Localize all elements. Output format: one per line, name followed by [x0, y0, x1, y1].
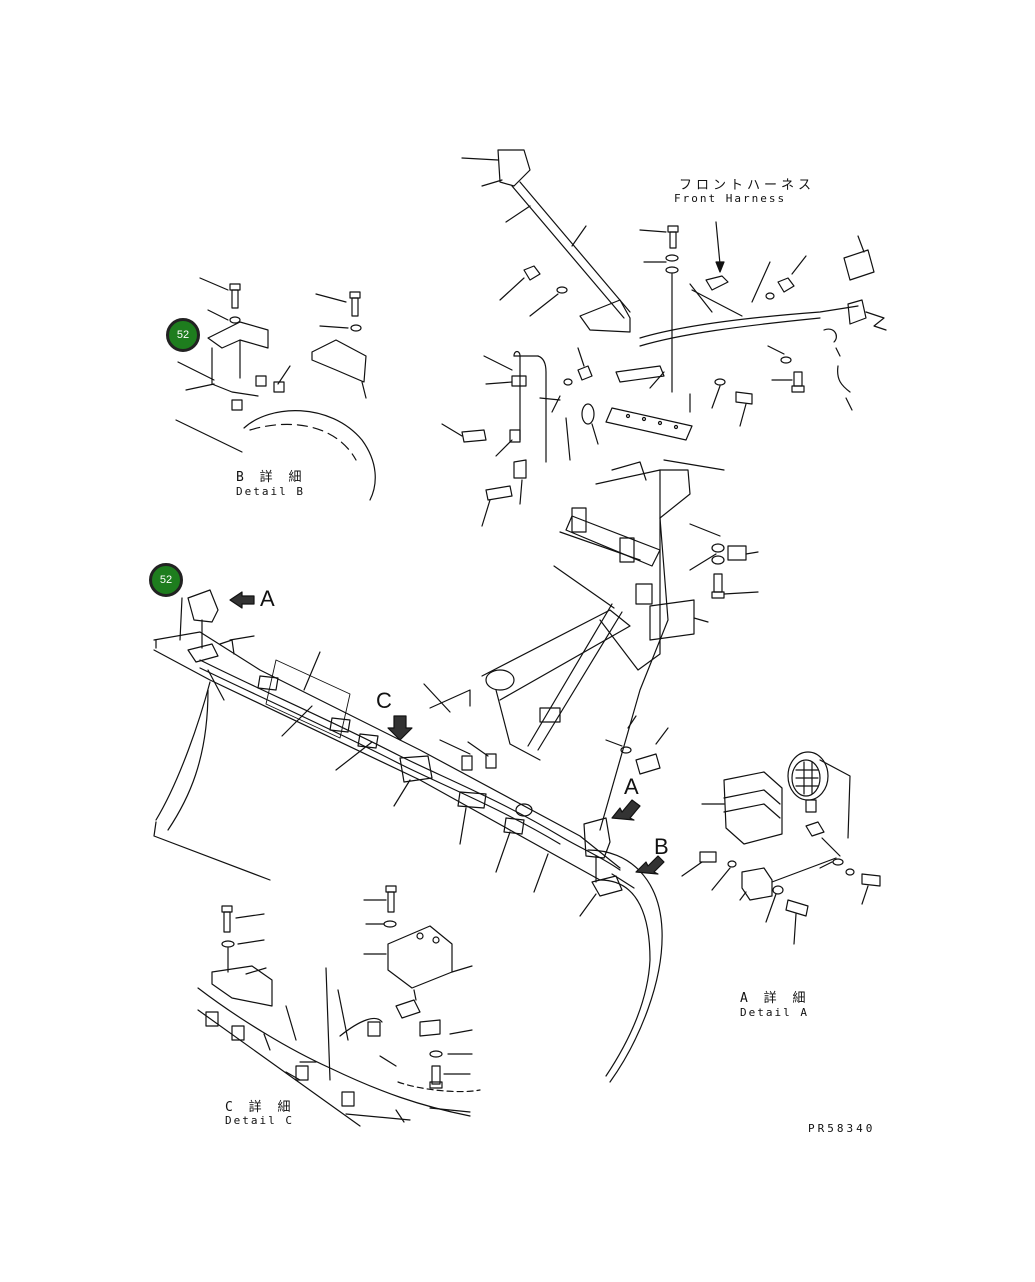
- drawing-number: PR58340: [808, 1122, 876, 1135]
- detail-b-label-jp: B 詳 細: [236, 470, 306, 485]
- front-harness-drawing: [442, 150, 886, 526]
- front-harness-label-en: Front Harness: [674, 192, 787, 205]
- detail-c-drawing: [198, 886, 480, 1126]
- detail-c-label-jp: C 詳 細: [225, 1100, 295, 1115]
- view-marker-c: C: [376, 688, 392, 713]
- view-marker-a-top: A: [260, 586, 275, 611]
- detail-b-drawing: [176, 278, 375, 500]
- part-callout-52[interactable]: 52: [166, 318, 200, 352]
- part-callout-52[interactable]: 52: [149, 563, 183, 597]
- view-a-arrow-lower: [612, 800, 640, 820]
- detail-c-label-en: Detail C: [225, 1114, 294, 1127]
- detail-a-label-jp: A 詳 細: [740, 991, 810, 1006]
- bolt-icon: [316, 292, 361, 331]
- main-assembly-drawing: [154, 462, 758, 1082]
- view-a-arrow-top: [230, 592, 254, 608]
- detail-b-label-en: Detail B: [236, 485, 305, 498]
- detail-a-drawing: [682, 752, 880, 944]
- bolt-icon: [200, 278, 240, 323]
- view-marker-b: B: [654, 834, 669, 859]
- view-marker-a-lower: A: [624, 774, 639, 799]
- detail-a-label-en: Detail A: [740, 1006, 809, 1019]
- front-harness-label-jp: フロントハーネス: [679, 178, 816, 193]
- view-c-arrow: [388, 716, 412, 740]
- view-b-arrow: [636, 856, 664, 874]
